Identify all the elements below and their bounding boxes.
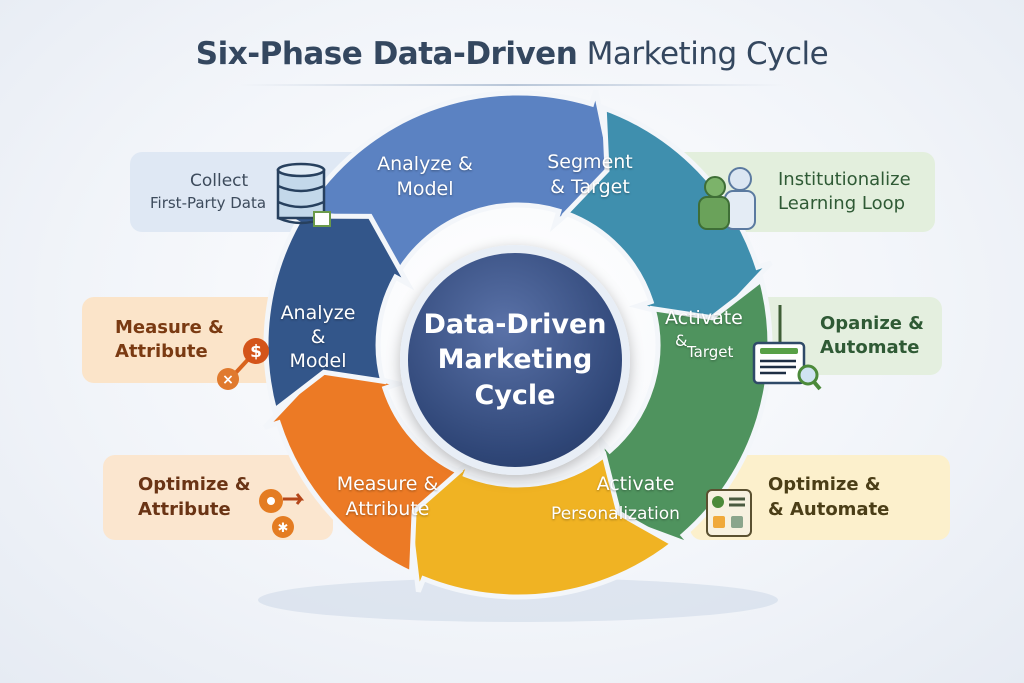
dollar-icon: $ × — [217, 338, 269, 390]
ring-segment-analyze-top — [300, 89, 616, 276]
database-icon — [276, 162, 331, 227]
title-divider — [240, 84, 784, 86]
svg-text:✱: ✱ — [278, 521, 289, 536]
ring-shadow — [258, 578, 778, 622]
ring-segment-measure — [263, 362, 464, 578]
ring-label-analyze-left: Analyze&Model — [280, 302, 356, 372]
svg-text:×: × — [222, 372, 234, 388]
svg-text:$: $ — [250, 342, 262, 362]
ring-label-segment: Segment& Target — [547, 151, 633, 198]
ring-label-activate-target: Activate&Target — [665, 307, 743, 362]
ring-segment-activate-personalization — [405, 450, 678, 600]
ring-label-measure: Measure &Attribute — [336, 473, 439, 520]
checklist-icon — [706, 489, 752, 537]
ring-label-analyze-top: Analyze &Model — [377, 153, 473, 200]
callout-optimize-left: Optimize & Attribute — [103, 455, 333, 540]
target-icon: ✱ — [259, 489, 305, 538]
page-title: Six-Phase Data-Driven Marketing Cycle — [195, 36, 829, 72]
ring-segment-segment — [561, 104, 773, 328]
report-search-icon — [752, 305, 822, 391]
users-icon — [698, 167, 756, 230]
